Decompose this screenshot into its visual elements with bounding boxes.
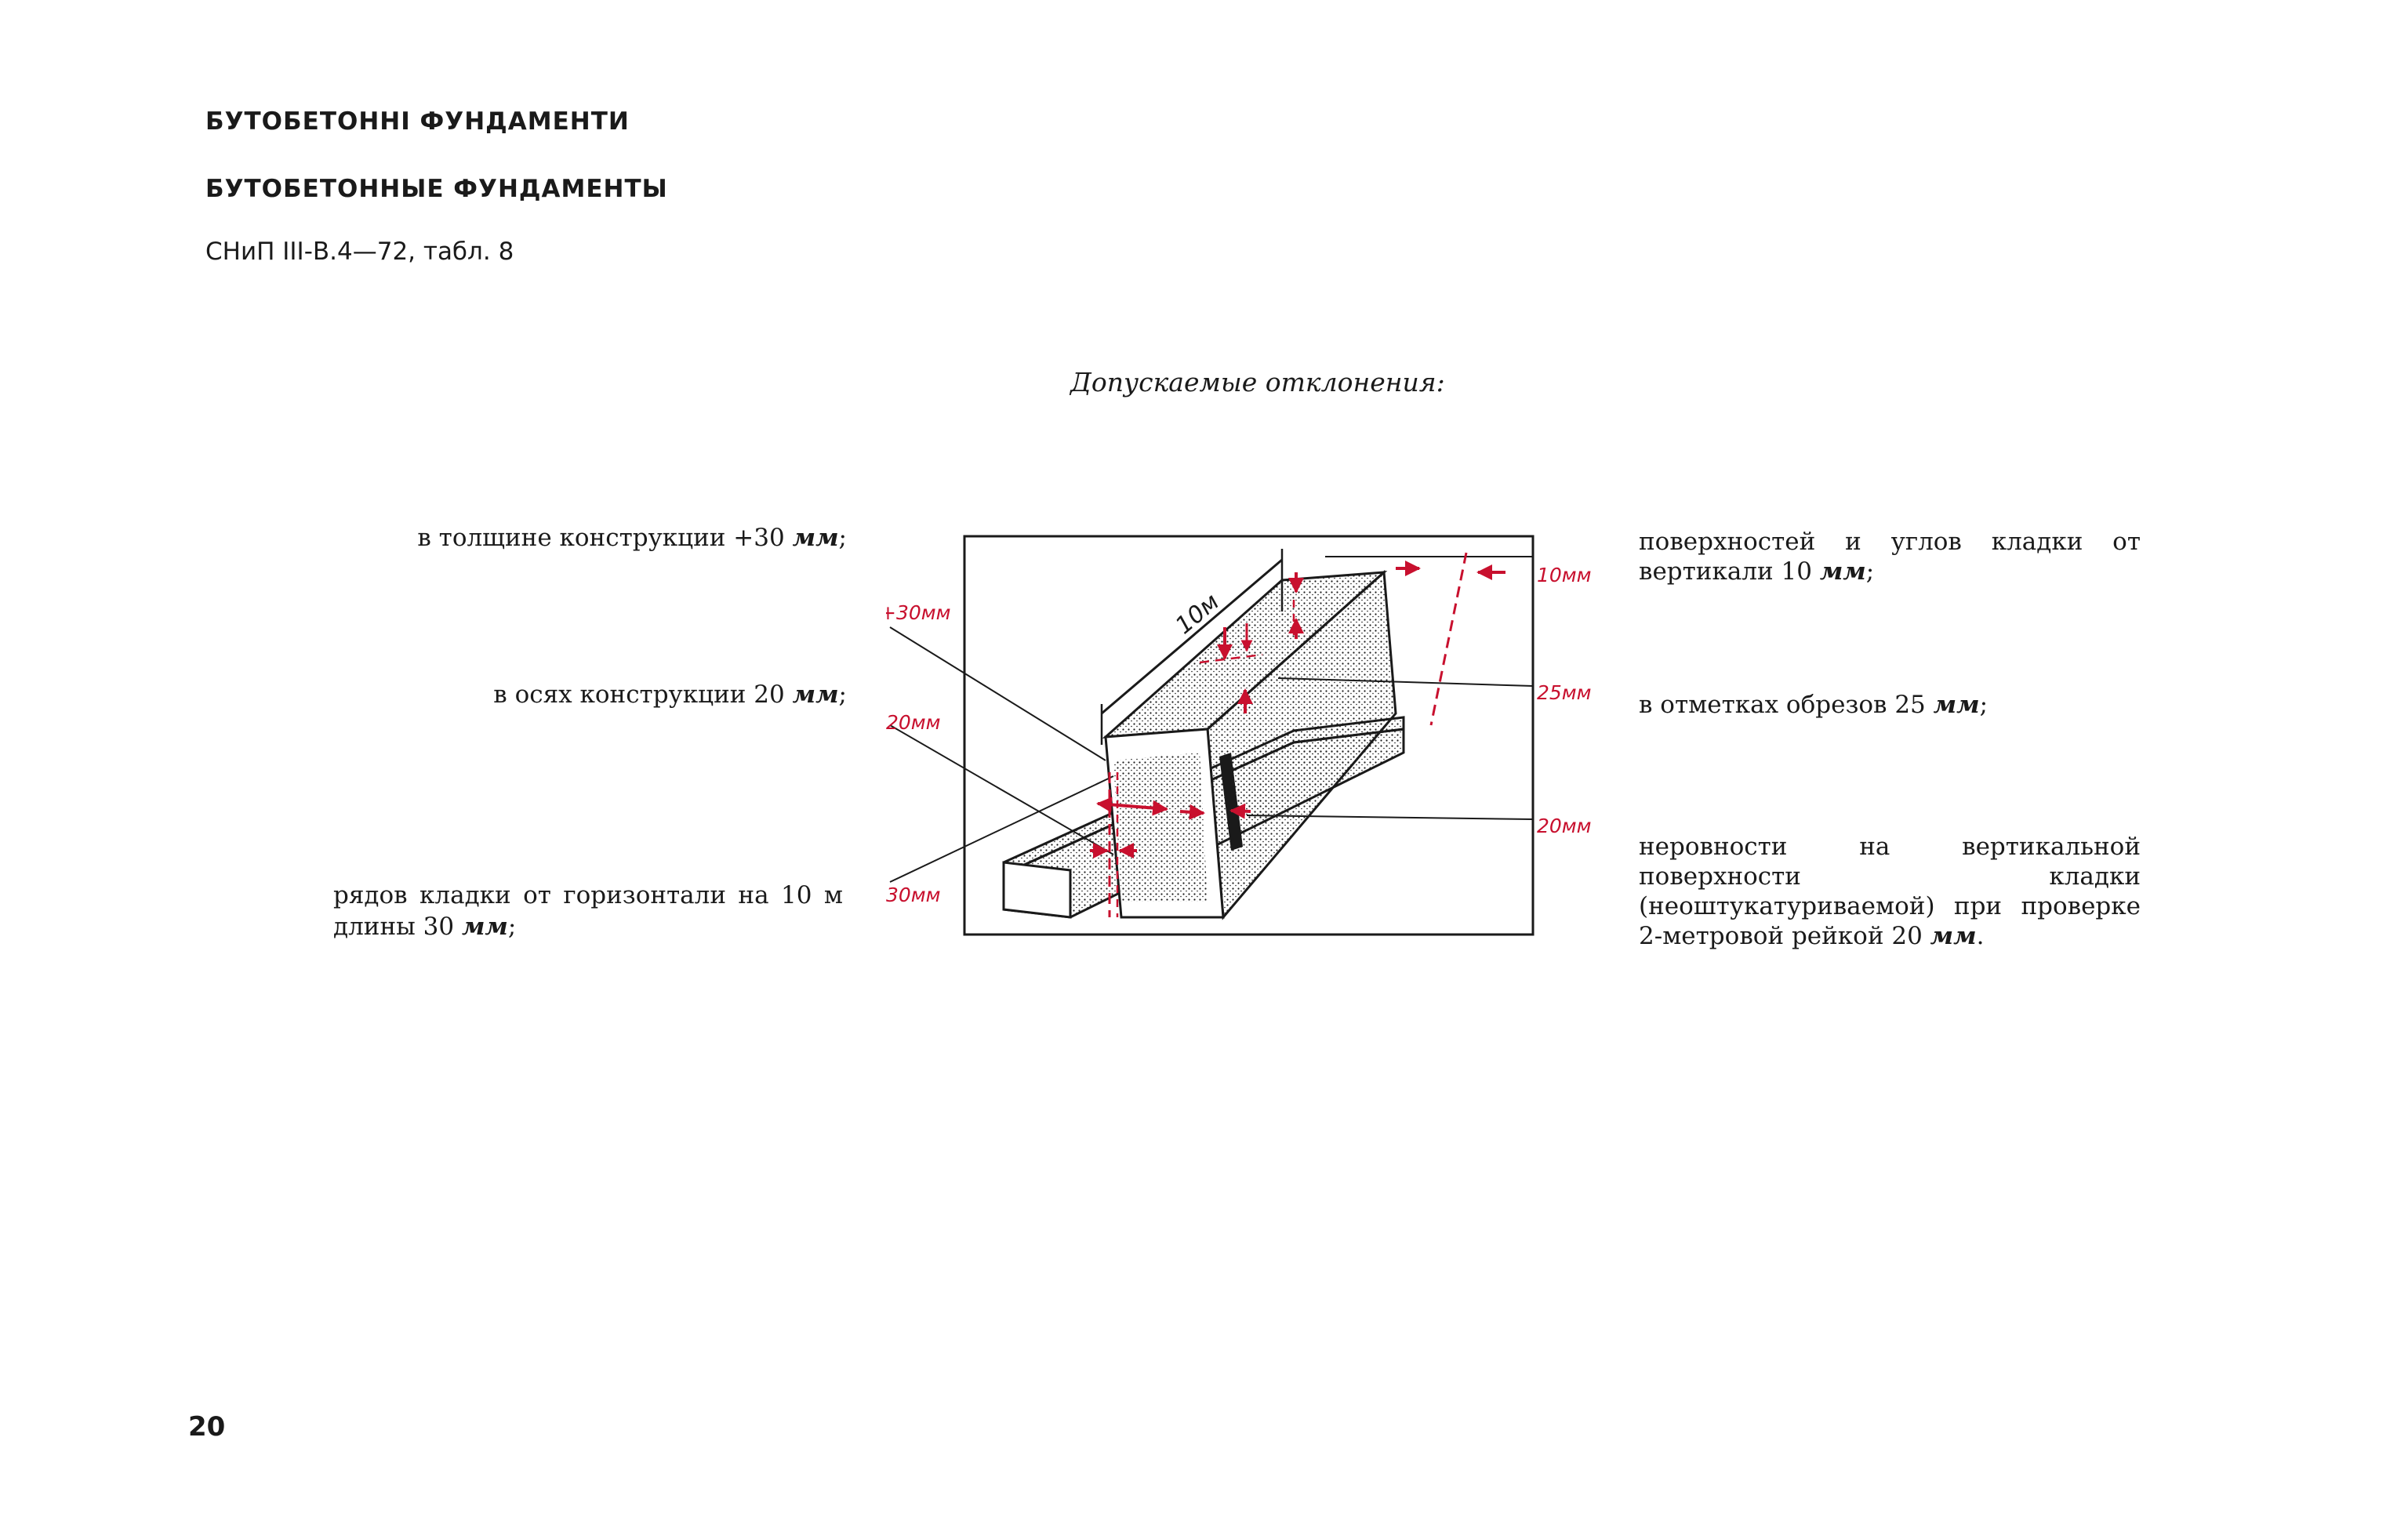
tolerance-axes: в осях конструкции 20 мм; (408, 679, 847, 710)
foundation-diagram-svg: 10м (886, 535, 1592, 936)
label-thickness: +30мм (886, 601, 950, 624)
label-rows: 30мм (886, 884, 941, 906)
diagram-frame (963, 535, 1535, 936)
tolerance-unit: мм (1930, 922, 1977, 950)
tolerance-end: ; (1865, 557, 1875, 586)
tolerance-unit: мм (792, 681, 839, 709)
page-number: 20 (188, 1411, 226, 1443)
foundation-diagram: 10м (886, 525, 1615, 941)
tolerance-text: в толщине конструкции +30 (417, 524, 785, 552)
tolerance-end: ; (1979, 691, 1989, 719)
tolerance-end: ; (507, 913, 517, 941)
unevenness-arrow (1179, 804, 1205, 820)
label-axes: 20мм (886, 711, 941, 734)
length-dimension-line (1101, 558, 1283, 715)
tolerance-rows-horizontal: рядов кладки от горизонтали на 10 м длин… (333, 880, 843, 942)
tolerance-offsets: в отметках обрезов 25 мм; (1639, 690, 2141, 720)
tolerance-text: поверхностей и углов кладки от вертикали… (1639, 528, 2141, 586)
tolerance-text: в отметках обрезов 25 (1639, 691, 1926, 719)
tolerance-surface-unevenness: неровности на вертикальной поверхности к… (1639, 832, 2141, 951)
vertical-deviation-line (1429, 552, 1468, 726)
tolerance-text: неровности на вертикальной поверхности к… (1639, 833, 2141, 950)
leader-line (889, 626, 1106, 761)
title-ukrainian: БУТОБЕТОННІ ФУНДАМЕНТИ (205, 107, 630, 136)
leader-line (1277, 677, 1534, 687)
leader-line (889, 724, 1114, 855)
label-vertical: 10мм (1537, 564, 1592, 586)
thickness-arrow (1096, 797, 1168, 816)
leader-line (1246, 815, 1534, 820)
tolerance-unit: мм (1933, 691, 1980, 719)
measuring-rail (1219, 753, 1243, 851)
leader-line (889, 775, 1114, 883)
tolerance-text: в осях конструкции 20 (493, 681, 785, 709)
wall-end-texture (1113, 753, 1208, 902)
title-russian: БУТОБЕТОННЫЕ ФУНДАМЕНТЫ (205, 175, 668, 203)
tolerance-end: ; (838, 524, 847, 552)
tolerance-unit: мм (461, 913, 508, 941)
tolerance-thickness: в толщине конструкции +30 мм; (408, 522, 847, 553)
tolerance-unit: мм (792, 524, 839, 552)
section-subtitle: Допускаемые отклонения: (1070, 367, 1445, 397)
tolerance-unit: мм (1819, 557, 1866, 586)
tolerance-end: ; (838, 681, 847, 709)
standard-reference: СНиП III-В.4—72, табл. 8 (205, 238, 514, 266)
tolerance-text: рядов кладки от горизонтали на 10 м длин… (333, 881, 843, 941)
tolerance-end: . (1976, 922, 1985, 950)
footing-end-face (1002, 861, 1072, 919)
label-unevenness: 20мм (1537, 815, 1592, 837)
tolerance-vertical: поверхностей и углов кладки от вертикали… (1639, 527, 2141, 586)
label-offsets: 25мм (1537, 681, 1592, 704)
